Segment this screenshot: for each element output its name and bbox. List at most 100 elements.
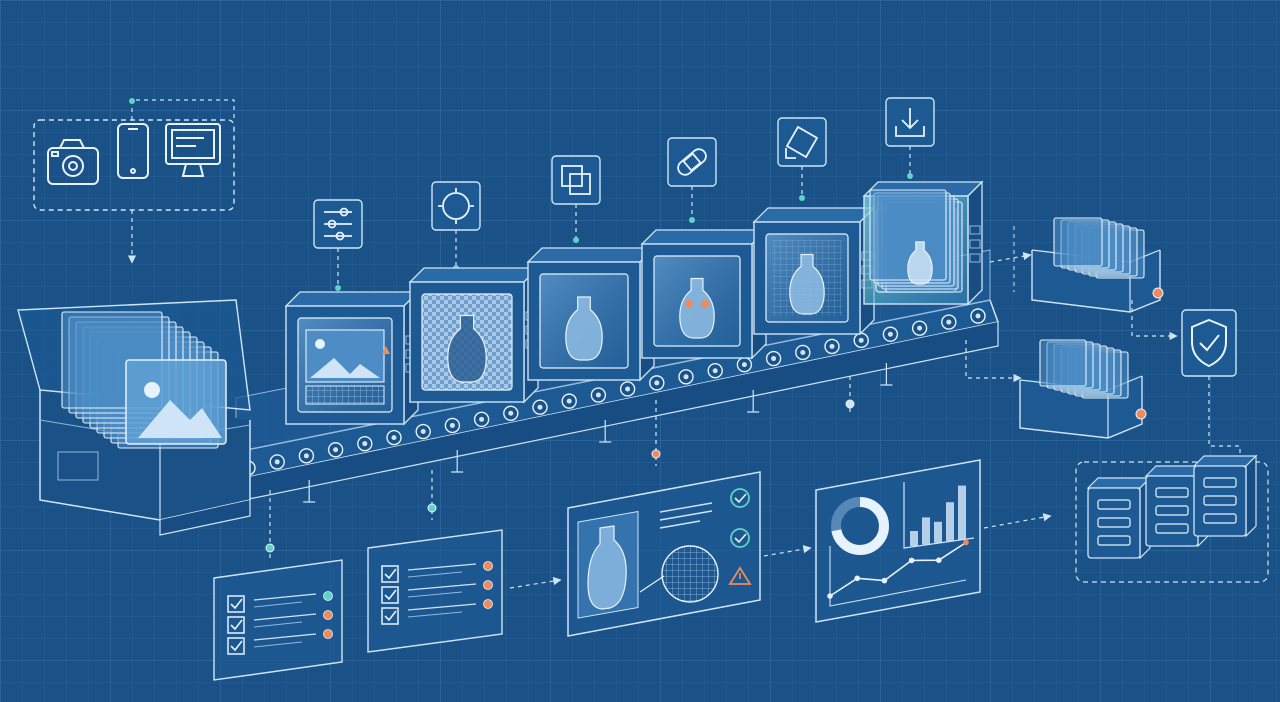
roller-hub [274,459,280,465]
processing-station [862,180,984,306]
landscape-image-card [125,359,227,445]
defect-marker [685,300,693,308]
checkbox-checked [381,607,399,625]
mini-bar [946,502,954,542]
roller-hub [858,337,864,343]
checkbox-checked [227,616,245,634]
checkbox-checked [381,586,399,604]
donut-chart [831,497,889,555]
roller-hub [683,374,689,380]
trend-point [827,593,833,599]
roller-hub [800,349,806,355]
checkbox-checked [227,595,245,613]
mesh-circle [661,545,719,603]
vase-image [789,253,825,315]
roller-hub [741,362,747,368]
conveyor-leg [303,480,316,503]
analysis-panel [567,471,761,637]
roller-hub [449,422,455,428]
status-dot [323,591,333,601]
donut-segment [831,497,889,555]
storage-server [1086,476,1152,560]
check-circle-icon [730,488,750,508]
layers-icon [551,155,601,243]
conveyor-leg [599,420,612,443]
roller-hub [537,404,543,410]
checklist-panel [367,529,503,653]
conveyor-leg [747,390,760,413]
roller-hub [625,386,631,392]
shield-check-icon [1181,309,1241,465]
roller-hub [508,410,514,416]
bottom-flow-arrows [509,513,1052,589]
checklist-panels [213,529,503,681]
processing-station [284,290,420,426]
drive-slot [1203,513,1237,524]
defect-marker [701,300,709,308]
roller-hub [420,429,426,435]
roller-hub [917,325,923,331]
warning-triangle-icon [728,566,752,585]
roller-hub [887,331,893,337]
vase-image [907,241,933,285]
smartphone-icon [117,123,149,179]
status-dot [323,610,333,620]
vase-thumbnail [587,525,627,610]
processing-station [640,228,768,360]
drive-slot [1097,499,1131,510]
station-vent [969,253,981,263]
status-dot [323,629,333,639]
bandage-icon [667,137,717,223]
storage-servers [1075,454,1269,583]
drive-slot [1155,505,1189,516]
roller-hub [566,398,572,404]
roller-hub [362,441,368,447]
vase-image [565,296,603,361]
sliders-icon [313,199,363,291]
output-bin-upper [989,217,1164,313]
checklist-panel [213,559,343,681]
roller-hub [303,453,309,459]
storage-server [1192,454,1258,538]
mini-bar [910,531,918,546]
drive-slot [1155,523,1189,534]
trend-line [829,541,967,597]
roller-hub [975,313,981,319]
output-image-card [1053,217,1103,267]
station-vent [969,225,981,235]
drive-slot [1155,487,1189,498]
mini-bar [958,485,966,540]
trend-point [908,557,915,564]
download-icon [885,97,935,179]
trend-point [854,575,860,582]
drive-slot [1203,495,1237,506]
checkbox-checked [227,637,245,655]
station-drop-lines [265,376,855,560]
roller-hub [479,416,485,422]
trend-point [963,539,969,546]
processing-station [526,246,656,382]
drive-slot [1203,477,1237,488]
processing-station [408,266,540,404]
drive-slot [1097,535,1131,546]
trend-point [881,577,888,584]
vase-image [679,277,715,339]
monitor-icon [165,123,221,177]
input-image-bin [17,299,251,536]
vase-image [447,314,487,383]
roller-hub [654,380,660,386]
grid-base [305,385,385,405]
input-sources-panel [33,98,235,264]
roller-hub [333,447,339,453]
camera-icon [47,139,99,185]
conveyor-leg [451,450,464,473]
output-bins [965,217,1178,439]
stage-icons [313,97,935,291]
roller-hub [595,392,601,398]
trend-point [936,557,942,563]
processing-stations [284,180,984,426]
output-image-card [1039,339,1087,387]
rotate-crop-icon [777,117,827,201]
